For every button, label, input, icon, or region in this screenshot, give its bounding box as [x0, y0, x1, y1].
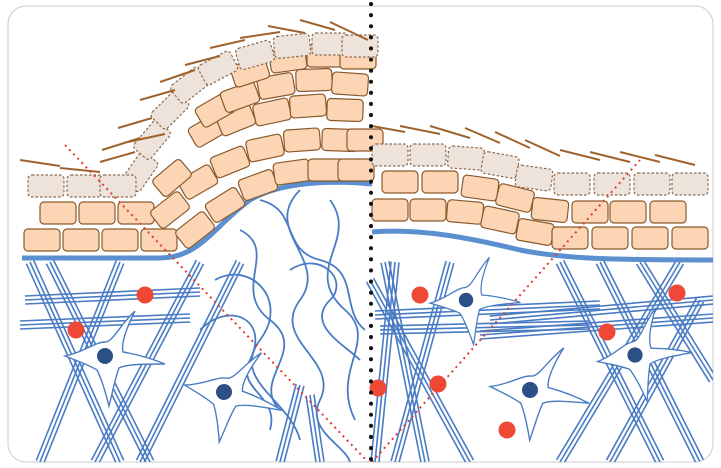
keratinocyte-icon [327, 98, 364, 121]
cornified-cell [410, 144, 446, 166]
keratinocyte-icon [102, 229, 138, 251]
cornified-cell [67, 175, 103, 197]
keratinocyte-icon [672, 227, 708, 249]
keratinocyte-icon [338, 159, 374, 181]
keratinocyte-icon [63, 229, 99, 251]
keratinocyte-icon [296, 68, 333, 91]
cornified-cell [100, 175, 136, 197]
keratinocyte-icon [372, 199, 408, 221]
keratinocyte-icon [531, 197, 569, 223]
cornified-cell [273, 33, 311, 59]
keratinocyte-icon [650, 201, 686, 223]
keratinocyte-icon [410, 199, 446, 221]
red-dot-icon [137, 287, 154, 304]
cornified-cell [554, 173, 590, 195]
cornified-cell [634, 173, 670, 195]
keratinocyte-icon [273, 159, 312, 186]
cornified-cell [28, 175, 64, 197]
fibroblast-nucleus [97, 348, 113, 364]
red-dot-icon [430, 376, 447, 393]
red-dot-icon [599, 324, 616, 341]
keratinocyte-icon [422, 171, 458, 193]
cornified-cell [372, 144, 408, 166]
red-dot-icon [499, 422, 516, 439]
cornified-cell [672, 173, 708, 195]
keratinocyte-icon [331, 72, 368, 96]
keratinocyte-icon [632, 227, 668, 249]
red-dot-icon [412, 287, 429, 304]
keratinocyte-icon [79, 202, 115, 224]
keratinocyte-icon [446, 199, 484, 224]
keratinocyte-icon [283, 128, 320, 152]
keratinocyte-icon [572, 201, 608, 223]
red-dot-icon [68, 322, 85, 339]
keratinocyte-icon [461, 175, 500, 202]
keratinocyte-icon [592, 227, 628, 249]
keratinocyte-icon [610, 201, 646, 223]
cornified-cell [447, 146, 484, 170]
keratinocyte-icon [141, 229, 177, 251]
keratinocyte-icon [40, 202, 76, 224]
keratinocyte-icon [552, 227, 588, 249]
keratinocyte-icon [289, 94, 326, 118]
keratinocyte-icon [382, 171, 418, 193]
keratinocyte-icon [24, 229, 60, 251]
red-dot-icon [669, 285, 686, 302]
